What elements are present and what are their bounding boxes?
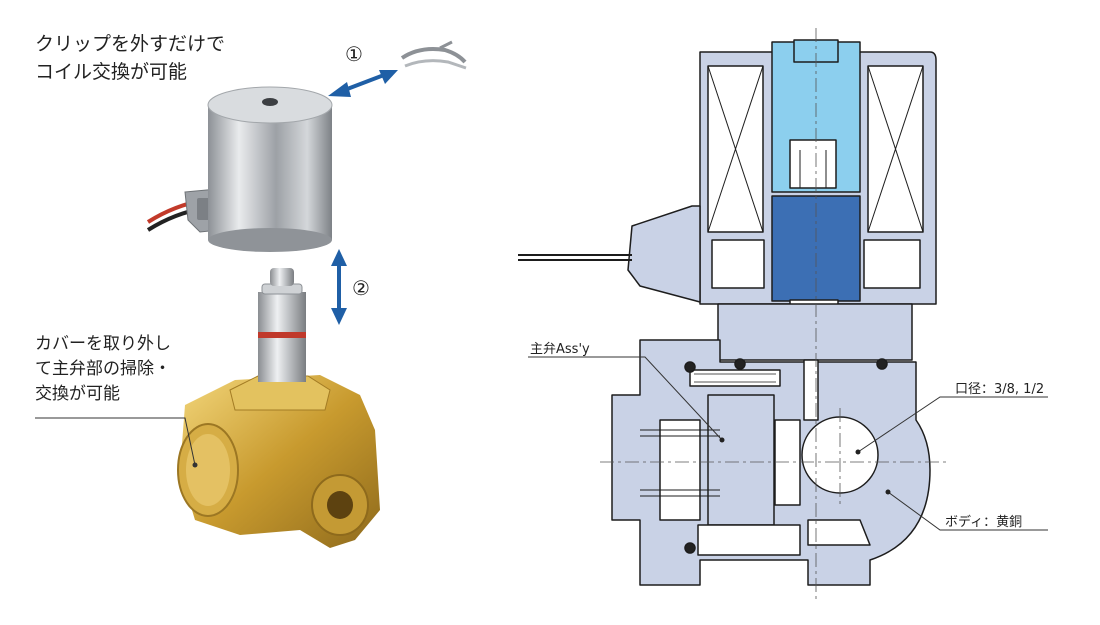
center-lines — [600, 28, 950, 600]
cover-leader-line — [35, 417, 196, 466]
cover-caption-line-2: て主弁部の掃除・ — [35, 359, 171, 379]
step-1-label: ① — [345, 42, 363, 66]
main-valve-leader-dot — [719, 437, 725, 443]
clip-illustration — [400, 40, 467, 70]
brass-valve-illustration — [177, 268, 380, 548]
main-valve-label: 主弁Ass'y — [530, 342, 590, 357]
step-2-label: ② — [352, 276, 370, 300]
cover-caption-line-3: 交換が可能 — [35, 384, 120, 404]
port-size-label: 口径：3/8, 1/2 — [955, 382, 1045, 397]
cross-section-diagram — [518, 39, 937, 586]
body-leader-dot — [885, 489, 891, 495]
cover-leader-dot — [192, 462, 198, 468]
body-material-label: ボディ：黄銅 — [945, 515, 1023, 530]
arrow-1-icon — [328, 70, 398, 97]
coil-illustration — [146, 86, 333, 252]
section-leader-lines — [528, 356, 1048, 531]
cover-caption-line-1: カバーを取り外し — [35, 334, 171, 354]
port-leader-dot — [855, 449, 861, 455]
clip-caption-line-1: クリップを外すだけで — [35, 33, 226, 55]
clip-caption-line-2: コイル交換が可能 — [35, 61, 188, 83]
arrow-2-icon — [331, 249, 347, 325]
